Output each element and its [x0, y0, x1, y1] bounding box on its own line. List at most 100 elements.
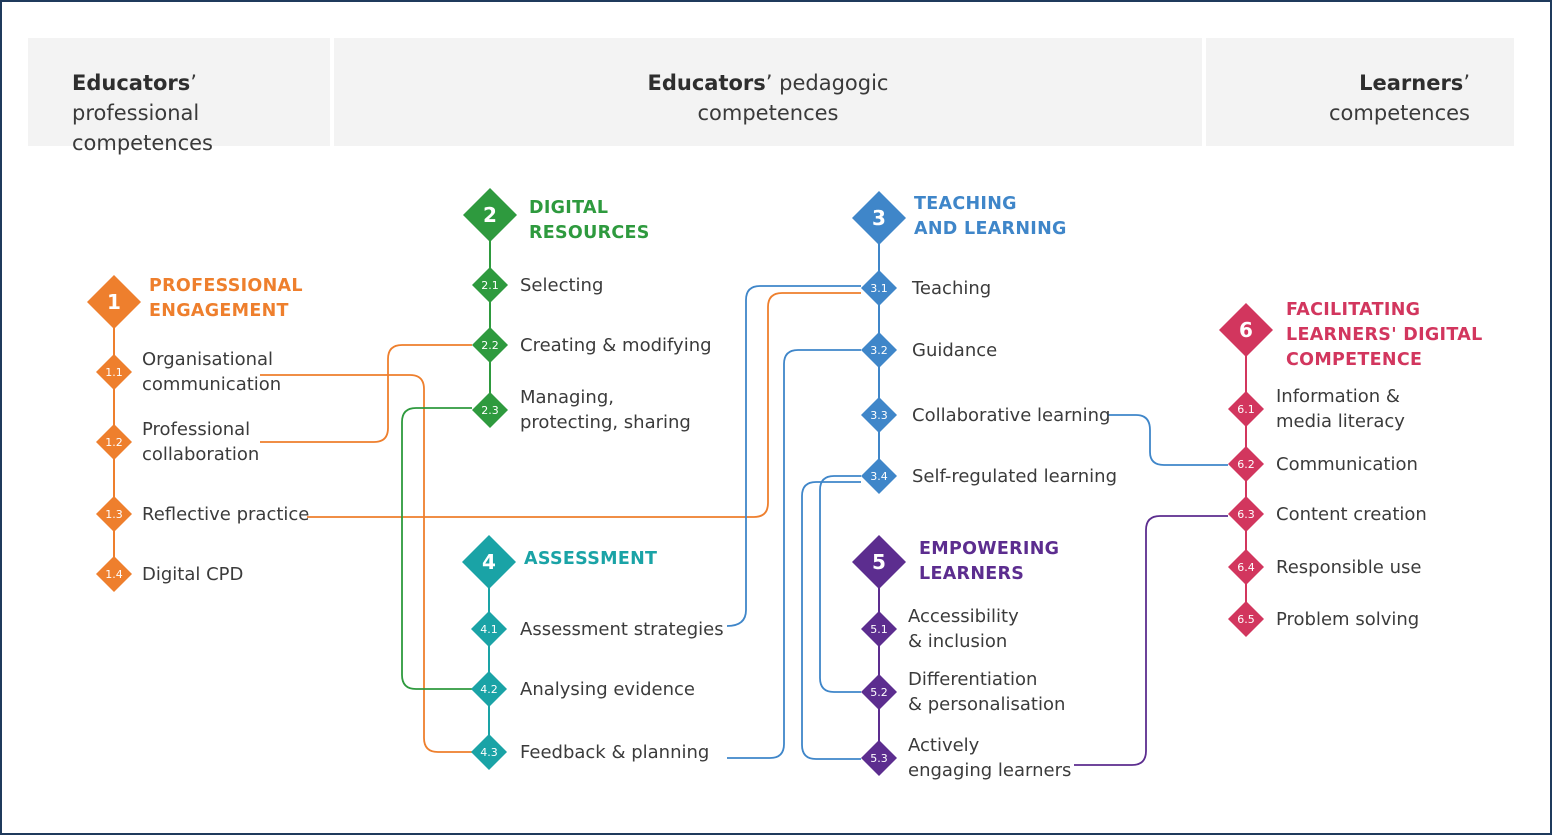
- competence-4-2-diamond: 4.2: [471, 671, 507, 707]
- label-line: TEACHING: [914, 194, 1017, 214]
- area-1-title: PROFESSIONAL ENGAGEMENT: [149, 274, 303, 324]
- competence-3-4-label: Self-regulated learning: [912, 464, 1117, 489]
- label-line: EMPOWERING: [919, 539, 1060, 559]
- label-line: Communication: [1276, 453, 1418, 475]
- competence-6-2-diamond: 6.2: [1228, 446, 1264, 482]
- competence-4-3-label: Feedback & planning: [520, 740, 709, 765]
- diamond-shape: [471, 671, 507, 707]
- diamond-markers: 11.11.21.31.422.12.22.333.13.23.33.444.1…: [87, 188, 1273, 776]
- diamond-number: 2: [483, 203, 497, 227]
- diamond-shape: [463, 188, 517, 242]
- label-line: RESOURCES: [529, 223, 650, 243]
- diamond-shape: [1228, 601, 1264, 637]
- competence-1-2-diamond: 1.2: [96, 424, 132, 460]
- area-6-diamond: 6: [1219, 303, 1273, 357]
- label-line: FACILITATING: [1286, 300, 1421, 320]
- connector-line: [819, 475, 861, 693]
- diamond-shape: [1219, 303, 1273, 357]
- diamond-number: 1.2: [105, 436, 123, 449]
- diamond-number: 1.4: [105, 568, 123, 581]
- diamond-shape: [861, 740, 897, 776]
- label-line: Information &: [1276, 386, 1400, 407]
- connector-line: [307, 292, 861, 518]
- label-line: communication: [142, 374, 282, 395]
- competence-6-5-label: Problem solving: [1276, 607, 1419, 632]
- diamond-shape: [471, 734, 507, 770]
- label-line: Feedback & planning: [520, 741, 710, 763]
- diamond-number: 6.4: [1237, 561, 1255, 574]
- diamond-shape: [1228, 496, 1264, 532]
- label-line: & inclusion: [908, 631, 1008, 652]
- diamond-shape: [1228, 446, 1264, 482]
- label-line: Teaching: [912, 277, 992, 299]
- diamond-shape: [852, 191, 906, 245]
- diamond-shape: [472, 267, 508, 303]
- diamond-number: 3.4: [870, 470, 888, 483]
- competence-3-2-diamond: 3.2: [861, 332, 897, 368]
- diamond-shape: [472, 327, 508, 363]
- diamond-shape: [861, 332, 897, 368]
- competence-2-2-diamond: 2.2: [472, 327, 508, 363]
- diamond-number: 1.1: [105, 366, 123, 379]
- label-line: Accessibility: [908, 606, 1019, 627]
- diamond-number: 6: [1239, 318, 1253, 342]
- diamond-number: 4.2: [480, 683, 498, 696]
- competence-3-4-diamond: 3.4: [861, 458, 897, 494]
- connector-line: [801, 481, 861, 760]
- label-line: media literacy: [1276, 411, 1405, 432]
- label-line: LEARNERS: [919, 564, 1025, 584]
- label-line: Responsible use: [1276, 556, 1422, 578]
- area-5-diamond: 5: [852, 535, 906, 589]
- label-line: engaging learners: [908, 760, 1072, 781]
- label-line: PROFESSIONAL: [149, 276, 303, 296]
- competence-3-3-label: Collaborative learning: [912, 403, 1110, 428]
- header-educators-pedagogic: Educators’ pedagogic competences: [334, 38, 1202, 146]
- diamond-shape: [861, 270, 897, 306]
- competence-1-1-label: Organisational communication: [142, 347, 281, 397]
- label-line: Collaborative learning: [912, 404, 1111, 426]
- diamond-number: 6.5: [1237, 613, 1255, 626]
- label-line: Digital CPD: [142, 563, 244, 585]
- connector-line: [727, 349, 861, 759]
- label-line: collaboration: [142, 444, 260, 465]
- label-line: ENGAGEMENT: [149, 301, 289, 321]
- label-line: Organisational: [142, 349, 274, 370]
- diamond-shape: [852, 535, 906, 589]
- competence-6-1-label: Information & media literacy: [1276, 384, 1405, 434]
- header-title: Educators’ pedagogic competences: [334, 68, 1202, 128]
- label-line: AND LEARNING: [914, 219, 1067, 239]
- competence-5-1-label: Accessibility & inclusion: [908, 604, 1019, 654]
- label-line: Creating & modifying: [520, 334, 712, 356]
- label-line: LEARNERS' DIGITAL: [1286, 325, 1483, 345]
- diamond-shape: [96, 556, 132, 592]
- header-bold: Learners: [1359, 71, 1464, 95]
- connector-line: [260, 344, 472, 443]
- connector-line: [726, 285, 861, 627]
- competence-2-3-diamond: 2.3: [472, 392, 508, 428]
- header-title: Educators’ professional competences: [72, 68, 330, 158]
- competence-1-1-diamond: 1.1: [96, 354, 132, 390]
- diamond-shape: [1228, 391, 1264, 427]
- diamond-number: 3.2: [870, 344, 888, 357]
- area-4-diamond: 4: [462, 535, 516, 589]
- connector-line: [401, 407, 472, 690]
- competence-2-1-diamond: 2.1: [472, 267, 508, 303]
- label-line: ASSESSMENT: [524, 549, 658, 569]
- diamond-shape: [96, 354, 132, 390]
- competence-6-5-diamond: 6.5: [1228, 601, 1264, 637]
- competence-5-2-diamond: 5.2: [861, 674, 897, 710]
- diamond-shape: [96, 424, 132, 460]
- area-2-diamond: 2: [463, 188, 517, 242]
- label-line: & personalisation: [908, 694, 1066, 715]
- label-line: protecting, sharing: [520, 412, 691, 433]
- competence-1-4-diamond: 1.4: [96, 556, 132, 592]
- diamond-number: 5.1: [870, 623, 888, 636]
- competence-6-1-diamond: 6.1: [1228, 391, 1264, 427]
- competence-3-1-diamond: 3.1: [861, 270, 897, 306]
- competence-4-1-label: Assessment strategies: [520, 617, 724, 642]
- competence-6-3-diamond: 6.3: [1228, 496, 1264, 532]
- area-5-title: EMPOWERING LEARNERS: [919, 537, 1059, 587]
- label-line: Reflective practice: [142, 503, 310, 525]
